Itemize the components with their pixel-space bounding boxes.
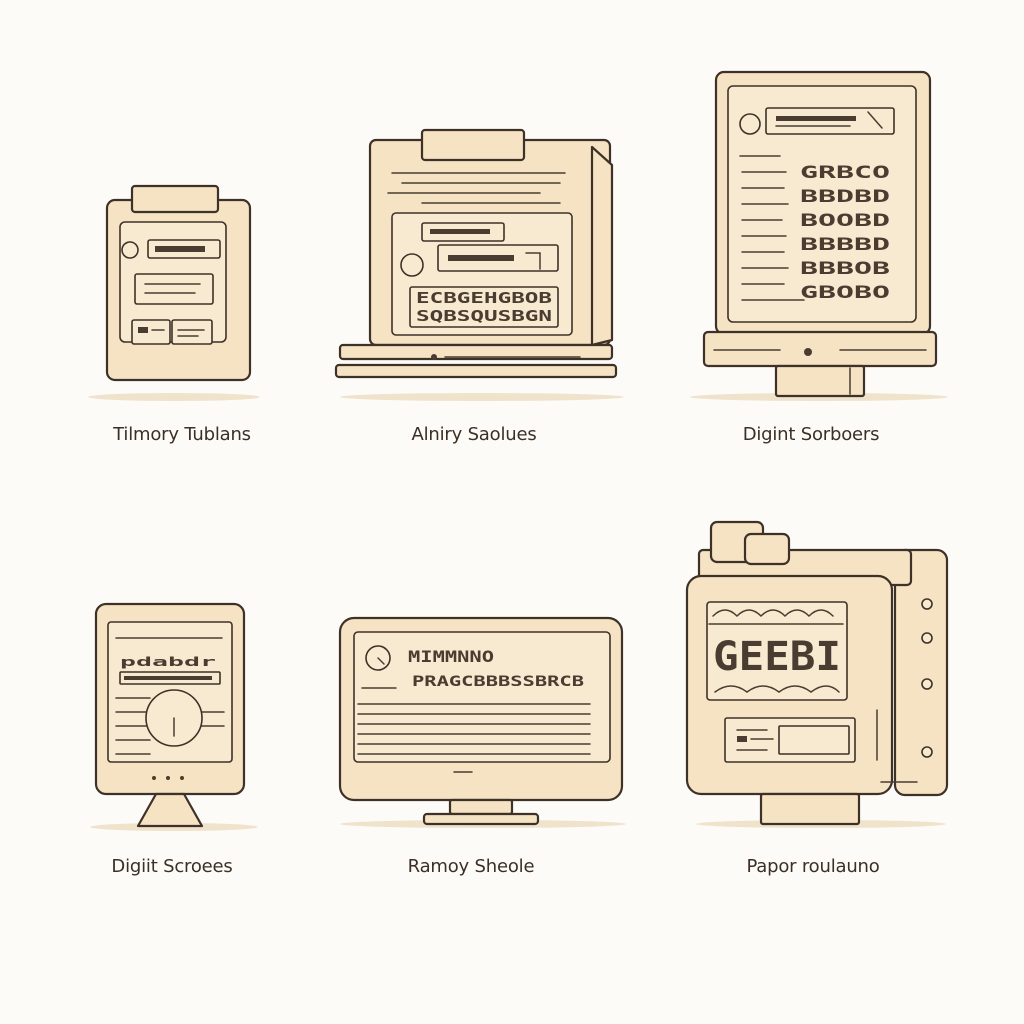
device-shadow xyxy=(340,393,624,401)
svg-text:pdabdr: pdabdr xyxy=(120,655,216,669)
svg-text:BBDBD: BBDBD xyxy=(800,187,890,207)
svg-text:ECBGEHGBOB: ECBGEHGBOB xyxy=(416,289,552,307)
device-caption: Alniry Saolues xyxy=(411,424,537,445)
tablet-tripod-illustration: pdabdr xyxy=(90,598,250,833)
printer-laptop-illustration: ECBGEHGBOB SQBSQUSBGN xyxy=(330,125,620,385)
device-caption: Tilmory Tublans xyxy=(113,424,251,445)
device-caption: Ramoy Sheole xyxy=(407,856,535,877)
svg-text:PRAGCBBBSSBRCB: PRAGCBBBSSBRCB xyxy=(412,674,584,690)
clipboard-device-illustration xyxy=(100,180,260,390)
svg-text:SQBSQUSBGN: SQBSQUSBGN xyxy=(416,307,552,325)
device-caption: Papor roulauno xyxy=(746,856,880,877)
svg-text:BBBOB: BBBOB xyxy=(800,259,890,279)
device-caption: Digiit Scroees xyxy=(111,856,233,877)
svg-text:GEEBI: GEEBI xyxy=(713,634,841,680)
svg-text:GBOBO: GBOBO xyxy=(800,283,890,303)
desktop-monitor-illustration: MIMMNNO PRAGCBBBSSBRCB xyxy=(336,612,626,832)
device-caption: Digint Sorboers xyxy=(742,424,880,445)
svg-text:GRBCO: GRBCO xyxy=(800,163,890,183)
tablet-stand-illustration: GRBCO BBDBD BOOBD BBBBD BBBOB GBOBO xyxy=(700,68,940,398)
svg-text:MIMMNNO: MIMMNNO xyxy=(408,647,494,666)
terminal-box-illustration: GEEBI xyxy=(683,520,953,830)
device-shadow xyxy=(88,393,260,401)
svg-text:BBBBD: BBBBD xyxy=(800,235,890,255)
svg-text:BOOBD: BOOBD xyxy=(800,211,890,231)
